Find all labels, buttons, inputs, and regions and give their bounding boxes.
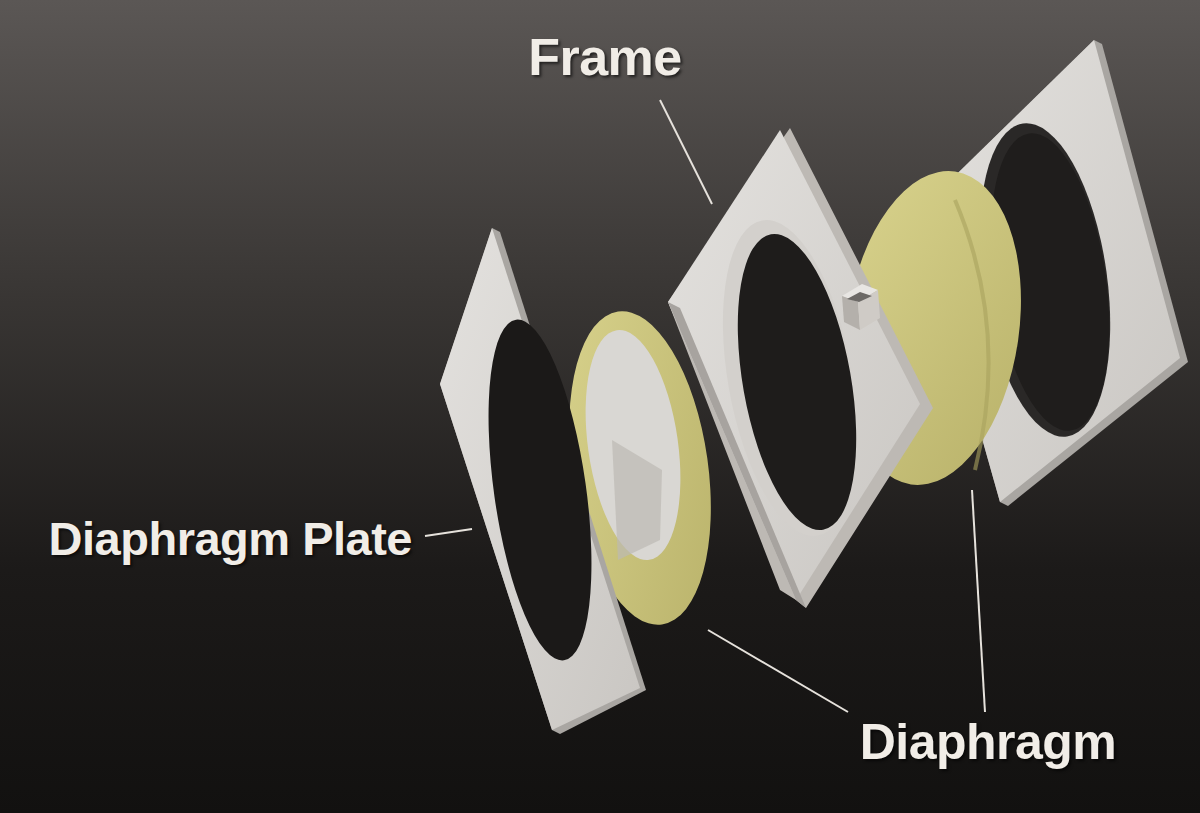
leader-line — [660, 100, 712, 204]
part-label: Diaphragm — [860, 717, 1117, 767]
leader-lines — [425, 100, 985, 712]
diaphragm-plate — [440, 228, 646, 734]
leader-line — [425, 529, 472, 536]
leader-line — [972, 490, 985, 712]
diaphragm-shadow — [955, 200, 989, 470]
leader-line — [708, 630, 848, 712]
part-label: Frame — [528, 31, 682, 83]
part-label: Diaphragm Plate — [49, 515, 412, 562]
